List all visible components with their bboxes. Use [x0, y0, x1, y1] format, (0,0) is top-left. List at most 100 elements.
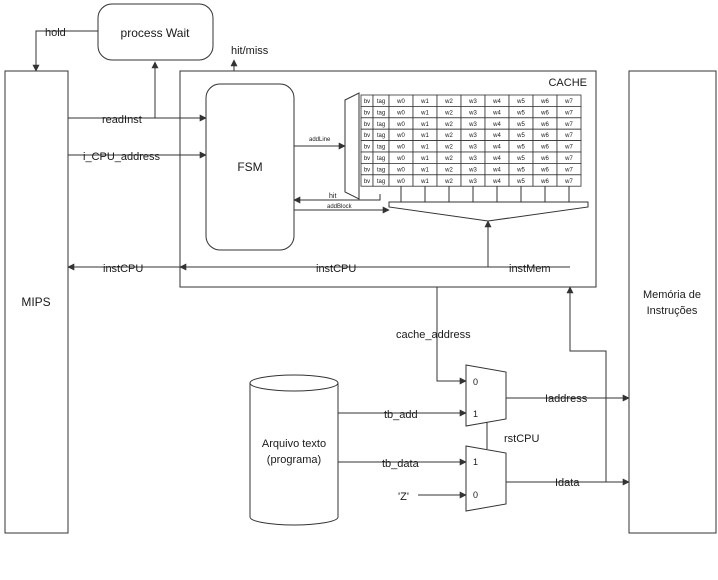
cache-word-label: w6 — [540, 145, 549, 151]
cache-word-label: w3 — [468, 156, 477, 162]
cache-word-label: w6 — [540, 156, 549, 162]
cache-tag-label: tag — [377, 167, 385, 173]
cache-word-label: w4 — [492, 122, 501, 128]
wire-cache-address — [436, 287, 467, 385]
signal-iaddress: Iaddress — [545, 393, 588, 405]
cache-word-label: w6 — [540, 122, 549, 128]
cache-word-label: w6 — [540, 179, 549, 185]
cache-tag-label: tag — [377, 179, 385, 185]
cache-word-label: w0 — [396, 179, 405, 185]
cache-word-label: w2 — [444, 179, 453, 185]
memoria-block — [628, 70, 717, 534]
wire-hold — [32, 30, 98, 72]
signal-hit: hit — [329, 193, 336, 200]
process-wait-block — [97, 3, 214, 61]
cache-word-label: w0 — [396, 167, 405, 173]
cache-word-label: w1 — [420, 179, 429, 185]
cache-bv-label: bv — [364, 167, 370, 173]
signal-hit-miss: hit/miss — [231, 45, 269, 57]
signal-inst-mem: instMem — [509, 263, 551, 275]
cache-word-label: w7 — [564, 167, 573, 173]
signal-read-inst: readInst — [102, 114, 142, 126]
cache-word-label: w2 — [444, 99, 453, 105]
cache-word-label: w6 — [540, 167, 549, 173]
cache-word-label: w2 — [444, 167, 453, 173]
wire-idata-to-cache — [566, 286, 607, 482]
cache-word-label: w2 — [444, 133, 453, 139]
cache-word-label: w4 — [492, 156, 501, 162]
word-mux — [388, 201, 589, 222]
cache-table: bv tag w0 w1 w2 w3 w4 w5 w6 w7 bv tag w0 w1 w2 w3 w4 w5 w6… — [360, 94, 582, 202]
cache-word-label: w4 — [492, 167, 501, 173]
cache-tag-label: tag — [377, 99, 385, 105]
signal-add-block: addBlock — [327, 204, 353, 210]
signal-tb-add: tb_add — [384, 409, 418, 421]
cache-word-label: w6 — [540, 110, 549, 116]
arquivo-cylinder — [249, 374, 339, 526]
cache-word-label: w4 — [492, 145, 501, 151]
cache-word-label: w4 — [492, 110, 501, 116]
signal-idata: Idata — [555, 477, 580, 489]
cache-word-label: w3 — [468, 122, 477, 128]
cache-label: CACHE — [548, 77, 587, 89]
cache-word-label: w2 — [444, 145, 453, 151]
cache-word-label: w5 — [516, 133, 525, 139]
cache-word-label: w3 — [468, 179, 477, 185]
cache-word-label: w5 — [516, 167, 525, 173]
cache-word-label: w3 — [468, 145, 477, 151]
mux-address-in1: 1 — [473, 409, 478, 419]
process-wait-label: process Wait — [121, 26, 191, 40]
cache-word-label: w0 — [396, 133, 405, 139]
cache-word-label: w6 — [540, 133, 549, 139]
mux-data-in0: 0 — [473, 490, 478, 500]
arquivo-label-line1: Arquivo texto — [262, 438, 326, 450]
cache-word-label: w5 — [516, 122, 525, 128]
cache-word-label: w3 — [468, 133, 477, 139]
cache-word-label: w1 — [420, 167, 429, 173]
cache-word-label: w2 — [444, 122, 453, 128]
cache-word-label: w0 — [396, 122, 405, 128]
signal-rst-cpu: rstCPU — [504, 433, 540, 445]
cache-word-label: w7 — [564, 145, 573, 151]
fsm-label: FSM — [237, 160, 262, 174]
signal-cache-address: cache_address — [396, 329, 471, 341]
cache-word-label: w1 — [420, 156, 429, 162]
signal-tb-data: tb_data — [382, 458, 420, 470]
cache-bv-label: bv — [364, 122, 370, 128]
cache-tag-label: tag — [377, 145, 385, 151]
cache-word-label: w7 — [564, 156, 573, 162]
mux-data-in1: 1 — [473, 457, 478, 467]
cache-word-label: w1 — [420, 145, 429, 151]
signal-add-line: addLine — [309, 137, 331, 143]
cache-word-label: w5 — [516, 156, 525, 162]
cache-word-label: w3 — [468, 110, 477, 116]
arquivo-label-line2: (programa) — [267, 454, 321, 466]
mux-address — [465, 364, 507, 427]
cache-tag-label: tag — [377, 156, 385, 162]
mips-block — [4, 70, 69, 534]
cache-word-label: w3 — [468, 99, 477, 105]
mux-data — [465, 445, 507, 512]
cache-tag-label: tag — [377, 133, 385, 139]
cache-word-label: w5 — [516, 179, 525, 185]
cache-word-label: w0 — [396, 145, 405, 151]
cache-tag-label: tag — [377, 110, 385, 116]
signal-hold: hold — [45, 27, 66, 39]
fsm-block — [205, 83, 295, 251]
signal-i-cpu-address: i_CPU_address — [83, 151, 161, 163]
cache-word-label: w2 — [444, 110, 453, 116]
cache-bv-label: bv — [364, 179, 370, 185]
cache-bv-label: bv — [364, 99, 370, 105]
memoria-label-line1: Memória de — [643, 289, 701, 301]
cache-bv-label: bv — [364, 133, 370, 139]
cache-word-label: w1 — [420, 122, 429, 128]
line-decoder — [344, 92, 360, 200]
cache-word-label: w4 — [492, 99, 501, 105]
wire-hit — [293, 194, 381, 204]
cache-word-label: w7 — [564, 110, 573, 116]
signal-z: 'Z' — [398, 491, 409, 503]
cache-bv-label: bv — [364, 156, 370, 162]
cache-word-label: w7 — [564, 99, 573, 105]
cache-word-label: w7 — [564, 122, 573, 128]
cache-word-label: w6 — [540, 99, 549, 105]
